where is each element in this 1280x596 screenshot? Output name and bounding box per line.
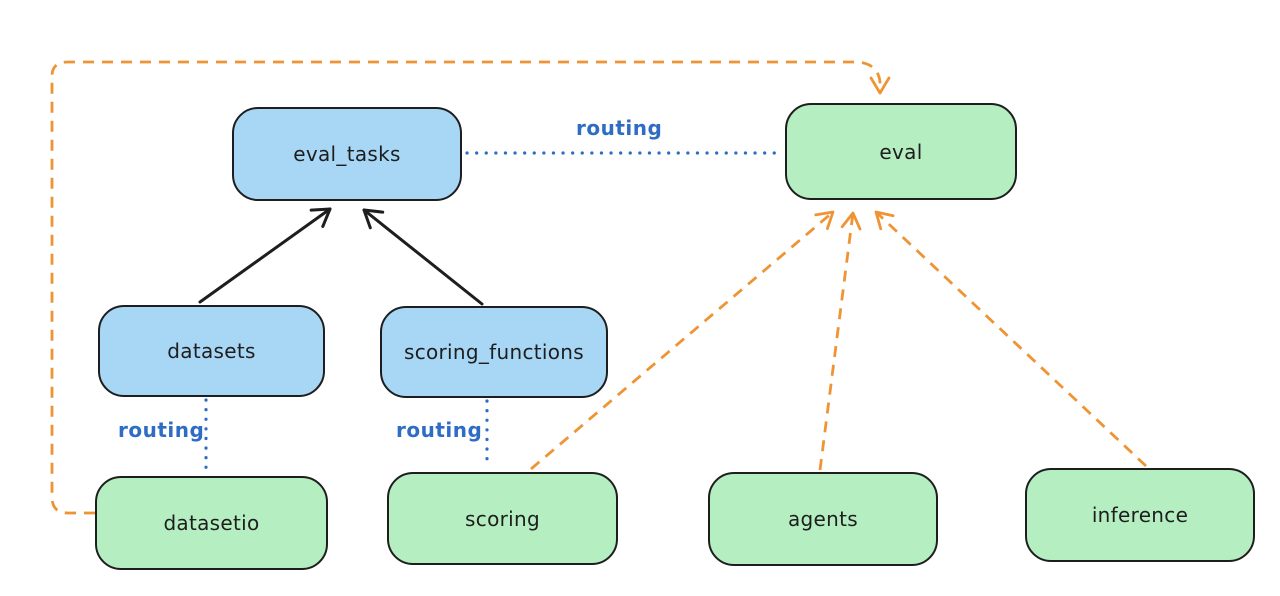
- node-scoring-functions: scoring_functions: [380, 306, 608, 398]
- node-eval-tasks-label: eval_tasks: [293, 142, 401, 166]
- node-scoring-label: scoring: [465, 506, 540, 531]
- node-datasetio-label: datasetio: [163, 511, 260, 535]
- node-scoring-functions-label: scoring_functions: [403, 340, 585, 364]
- node-eval: eval: [785, 103, 1017, 200]
- edge-scoring-functions-to-eval-tasks: [362, 208, 484, 306]
- node-agents: agents: [708, 472, 938, 566]
- edge-datasetio-to-eval: [50, 60, 891, 515]
- edge-label-routing-datasets-datasetio: routing: [118, 418, 205, 442]
- edge-label-routing-scoring-functions-scoring: routing: [396, 418, 483, 442]
- edge-datasets-to-eval-tasks: [198, 207, 332, 304]
- edge-agents-to-eval: [818, 211, 862, 471]
- node-eval-label: eval: [879, 139, 923, 164]
- node-agents-label: agents: [788, 507, 858, 531]
- node-datasets-label: datasets: [167, 339, 256, 363]
- node-datasets: datasets: [98, 305, 325, 397]
- node-inference-label: inference: [1091, 503, 1189, 527]
- edge-label-routing-eval-tasks-eval: routing: [576, 116, 663, 140]
- node-eval-tasks: eval_tasks: [232, 107, 462, 201]
- node-inference: inference: [1025, 468, 1255, 562]
- node-scoring: scoring: [387, 472, 618, 565]
- node-datasetio: datasetio: [95, 476, 328, 570]
- edge-inference-to-eval: [874, 210, 1147, 468]
